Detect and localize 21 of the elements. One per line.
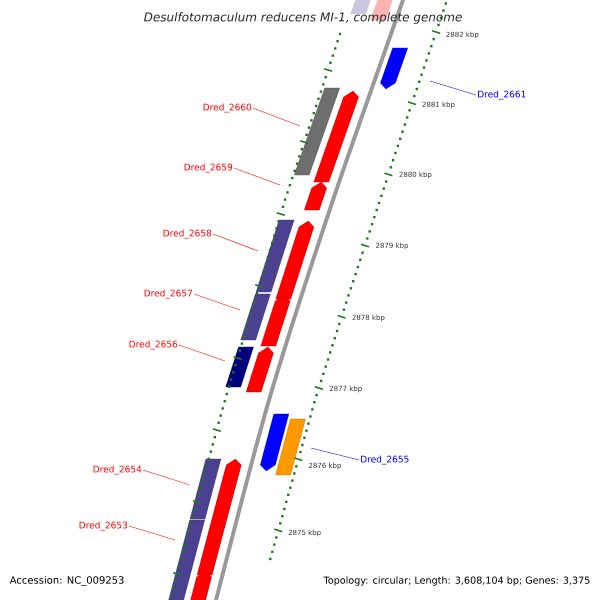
gene-label: Dred_2654 <box>94 466 142 474</box>
leader-line <box>234 168 280 186</box>
leader-line <box>430 80 476 96</box>
gene-label: Dred_2656 <box>130 340 178 350</box>
leader-line <box>194 294 240 310</box>
gene-label: Dred_2661 <box>478 90 526 100</box>
leader-line <box>142 470 190 486</box>
gene-label: Dred_2655 <box>361 456 408 464</box>
leader-line <box>212 234 258 252</box>
leader-line <box>178 344 226 362</box>
leader-line <box>310 448 360 460</box>
leader-line <box>128 526 176 540</box>
gene-label: Dred_2653 <box>80 522 128 530</box>
genome-info-label: Topology: circular; Length: 3,608,104 bp; Genes: 3,375 <box>323 576 591 586</box>
leader-line <box>252 108 300 126</box>
map-title: Desulfotomaculum reducens MI-1, complete genome <box>144 12 462 24</box>
accession-label: Accession: NC_009253 <box>9 576 125 586</box>
gene-label: Dred_2658 <box>164 230 212 238</box>
gene-label: Dred_2659 <box>184 164 232 172</box>
gene-label: Dred_2657 <box>144 290 192 298</box>
gene-label: Dred_2660 <box>204 104 252 112</box>
